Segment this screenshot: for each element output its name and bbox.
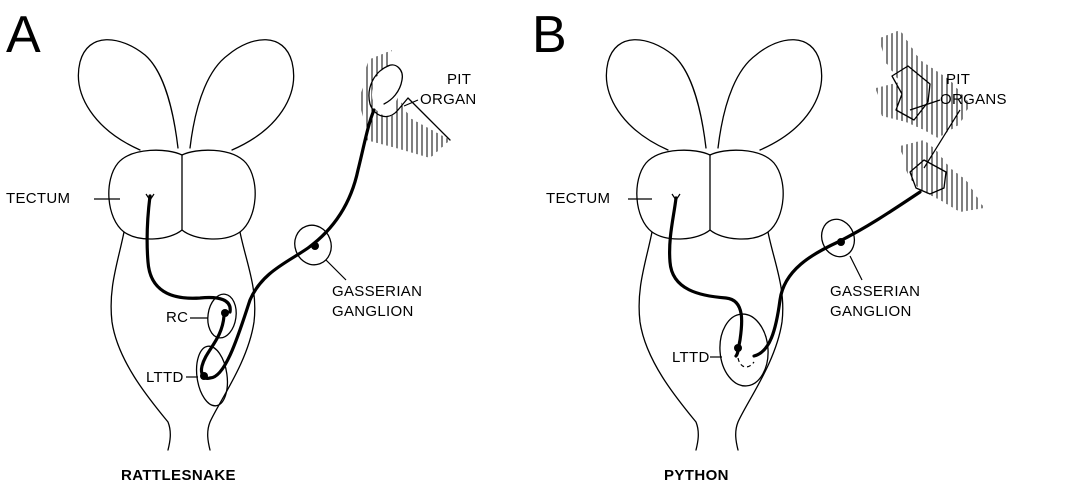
panel-a: A TECTUM PIT ORGAN	[6, 6, 477, 484]
panel-b-right-hemisphere	[718, 40, 822, 150]
panel-b-lttd-cell	[734, 344, 742, 352]
panel-b-left-hemisphere	[606, 40, 706, 150]
panel-b-ganglion-cell	[837, 238, 845, 246]
panel-b-label-pit-1: PIT	[946, 71, 970, 88]
panel-b-gasserian-ganglion	[816, 215, 859, 262]
panel-b-tectum-pathway	[670, 198, 742, 356]
panel-a-rc-cell	[221, 309, 229, 317]
panel-a-ganglion-cell	[311, 242, 319, 250]
panel-b-brainstem-right	[736, 232, 783, 450]
panel-a-caption: RATTLESNAKE	[121, 467, 236, 484]
panel-b-label-tectum: TECTUM	[546, 190, 610, 207]
panel-a-label-rc: RC	[166, 309, 188, 326]
panel-a-right-tectum-lobe	[182, 150, 255, 239]
panel-b-lttd-dashed-link	[738, 358, 754, 367]
panel-a-leader-gasserian	[326, 260, 346, 280]
panel-b: B TECTUM PIT ORGANS	[532, 6, 1007, 484]
panel-a-right-hemisphere	[190, 40, 294, 150]
panel-b-label-gasserian-2: GANGLION	[830, 303, 912, 320]
panel-a-label-gasserian-1: GASSERIAN	[332, 283, 422, 300]
panel-b-letter: B	[532, 6, 567, 64]
panel-a-tectum-pathway	[147, 196, 230, 312]
panel-b-label-lttd: LTTD	[672, 349, 710, 366]
panel-a-label-pit-2: ORGAN	[420, 91, 477, 108]
panel-a-label-gasserian-2: GANGLION	[332, 303, 414, 320]
panel-a-letter: A	[6, 6, 41, 64]
panel-a-label-lttd: LTTD	[146, 369, 184, 386]
panel-b-label-gasserian-1: GASSERIAN	[830, 283, 920, 300]
panel-b-leader-gasserian	[850, 256, 862, 280]
panel-b-right-tectum-lobe	[710, 150, 783, 239]
panel-a-left-tectum-lobe	[109, 150, 182, 239]
panel-a-brainstem-left	[111, 232, 170, 450]
panel-b-pit-organ-tissue-lower	[900, 140, 984, 212]
panel-a-left-hemisphere	[78, 40, 178, 150]
panel-b-caption: PYTHON	[664, 467, 729, 484]
panel-a-label-pit-1: PIT	[447, 71, 471, 88]
panel-a-label-tectum: TECTUM	[6, 190, 70, 207]
panel-a-afferent-pathway	[210, 110, 374, 378]
panel-b-label-pit-2: ORGANS	[940, 91, 1007, 108]
panel-a-lttd-cell	[200, 372, 208, 380]
panel-a-lttd-nucleus	[193, 344, 231, 408]
panel-a-pit-organ-rim	[384, 65, 402, 104]
